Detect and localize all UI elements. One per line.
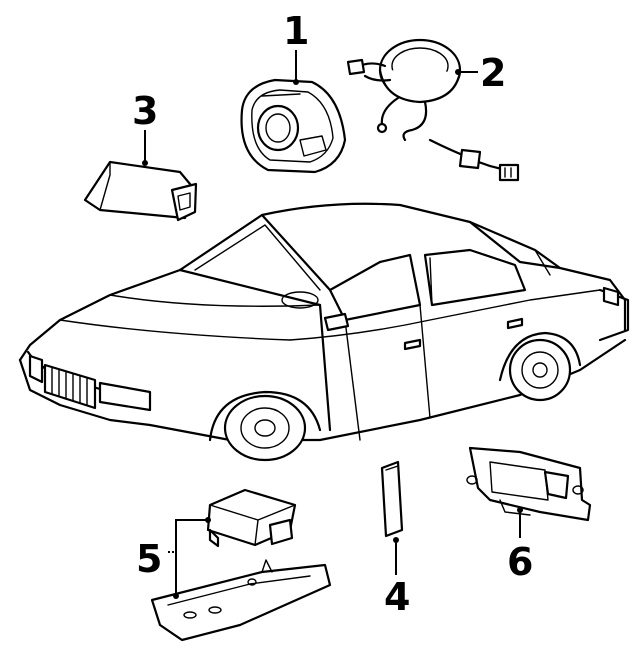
- passenger-airbag-module: [83, 160, 198, 222]
- callout-6: 6: [507, 540, 533, 584]
- driver-airbag-module: [240, 78, 347, 174]
- callout-3: 3: [132, 89, 158, 133]
- module-bracket: [150, 559, 332, 642]
- sensor-mounting-bracket: [466, 446, 592, 522]
- callout-2: 2: [480, 51, 506, 95]
- clockspring: [346, 38, 520, 182]
- leader-lines: [144, 50, 521, 596]
- airbag-control-module: [205, 488, 297, 548]
- vehicle-sedan: [18, 202, 630, 462]
- impact-sensor: [380, 460, 404, 543]
- callout-4: 4: [384, 575, 410, 619]
- callout-5: 5: [136, 537, 162, 581]
- callout-1: 1: [283, 9, 309, 53]
